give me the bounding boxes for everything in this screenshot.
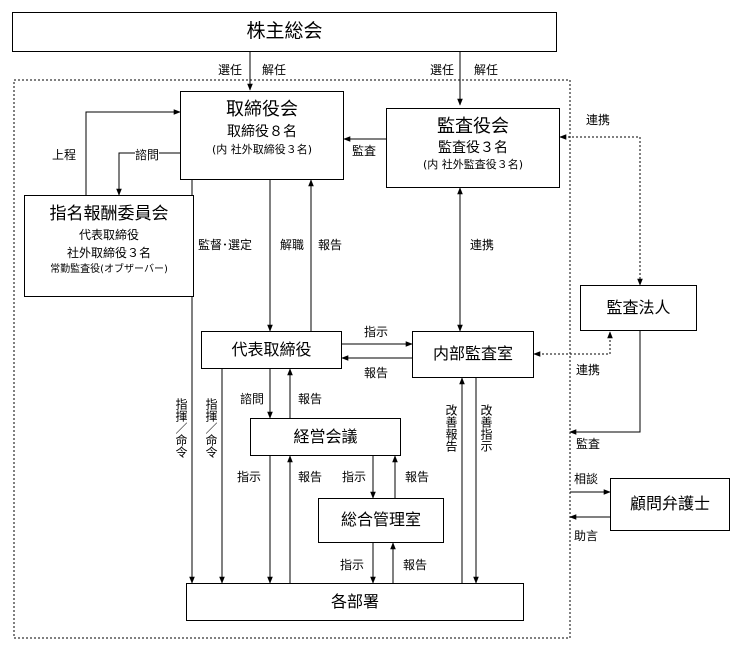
label-ceo-command: 指揮／命令 (204, 398, 218, 458)
label-supervise-select: 監督･選定 (198, 238, 253, 252)
general-admin-label: 総合管理室 (340, 510, 421, 529)
label-instruct-admin-dept: 指示 (340, 558, 365, 572)
nomination-line2: 社外取締役３名 (66, 246, 151, 260)
nomination-line3: 常勤監査役(オブザーバー) (50, 264, 168, 275)
label-collab-auditors-internal: 連携 (470, 238, 495, 252)
board-members: 取締役８名 (227, 124, 297, 140)
label-elect-board: 選任 (218, 63, 243, 77)
general-admin-box: 総合管理室 (318, 498, 444, 543)
departments-label: 各部署 (330, 592, 379, 611)
audit-firm-label: 監査法人 (606, 298, 671, 317)
label-audit: 監査 (352, 144, 377, 158)
auditors-box: 監査役会 監査役３名 (内 社外監査役３名) (386, 108, 560, 188)
ceo-box: 代表取締役 (201, 331, 342, 369)
label-dismiss-board: 解任 (262, 63, 287, 77)
nomination-committee-box: 指名報酬委員会 代表取締役 社外取締役３名 常勤監査役(オブザーバー) (24, 195, 194, 297)
auditors-title: 監査役会 (437, 116, 509, 137)
legal-counsel-box: 顧問弁護士 (610, 478, 730, 531)
label-dismiss-ceo: 解職 (280, 238, 305, 252)
nomination-title: 指名報酬委員会 (49, 204, 169, 224)
board-title: 取締役会 (226, 99, 298, 120)
internal-audit-label: 内部監査室 (432, 344, 513, 363)
label-report-up: 上程 (52, 148, 77, 162)
auditors-outside: (内 社外監査役３名) (422, 158, 524, 171)
arrow-firm-audit (569, 331, 641, 435)
label-board-command: 指揮／命令 (174, 398, 188, 458)
management-meeting-label: 経営会議 (293, 427, 358, 446)
label-report-ceo: 報告 (318, 238, 343, 252)
label-report-internal: 報告 (364, 366, 389, 380)
label-firm-audit: 監査 (576, 437, 601, 451)
label-instruct-admin: 指示 (342, 470, 367, 484)
management-meeting-box: 経営会議 (250, 418, 401, 456)
label-elect-auditors: 選任 (430, 63, 455, 77)
audit-firm-box: 監査法人 (580, 285, 697, 331)
shareholders-meeting-box: 株主総会 (12, 12, 557, 52)
label-report-dept-admin: 報告 (403, 558, 428, 572)
label-consultation: 相談 (574, 472, 599, 486)
label-consult: 諮問 (135, 148, 160, 162)
internal-audit-box: 内部監査室 (412, 331, 534, 378)
label-collab-firm-internal: 連携 (576, 363, 601, 377)
label-instruct-internal: 指示 (364, 325, 389, 339)
arrow-collab-auditors-firm (559, 134, 643, 286)
label-report-meeting: 報告 (298, 392, 323, 406)
label-report-admin: 報告 (405, 470, 430, 484)
label-instruct-dept: 指示 (237, 470, 262, 484)
auditors-members: 監査役３名 (438, 140, 508, 156)
shareholders-meeting-label: 株主総会 (246, 20, 323, 42)
label-improve-instruct: 改善指示 (479, 404, 493, 452)
arrow-report-up (85, 109, 181, 195)
label-dismiss-auditors: 解任 (474, 63, 499, 77)
legal-counsel-label: 顧問弁護士 (629, 494, 710, 513)
ceo-label: 代表取締役 (231, 340, 312, 359)
label-consult-meeting: 諮問 (240, 392, 265, 406)
company-boundary (13, 79, 571, 639)
label-report-dept-meeting: 報告 (298, 470, 323, 484)
board-outside: (内 社外取締役３名) (211, 143, 313, 156)
nomination-line1: 代表取締役 (78, 228, 139, 242)
label-advice: 助言 (574, 529, 599, 543)
board-box: 取締役会 取締役８名 (内 社外取締役３名) (180, 91, 344, 180)
label-improve-report: 改善報告 (444, 404, 458, 452)
label-collab-auditors-firm: 連携 (586, 113, 611, 127)
arrow-collab-firm-internal (533, 331, 613, 357)
arrow-consult (116, 152, 180, 196)
departments-box: 各部署 (186, 583, 524, 621)
